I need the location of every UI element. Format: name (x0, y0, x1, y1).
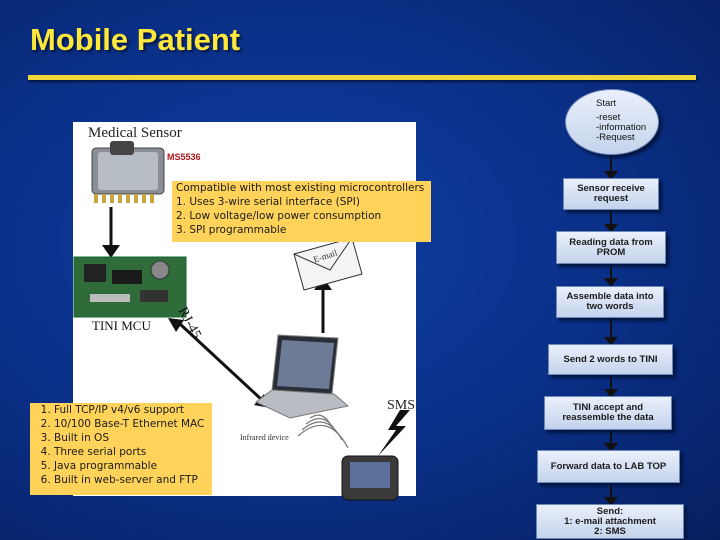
flow-start-oval: Start -reset -information -Request (565, 89, 659, 155)
flow-start-title: Start (596, 98, 617, 109)
flow-step-line: 2: SMS (594, 525, 626, 537)
sensor-features-note: Compatible with most existing microcontr… (172, 181, 431, 242)
tini-features-note: Full TCP/IP v4/v6 support 10/100 Base-T … (30, 403, 212, 495)
tini-label: TINI MCU (92, 318, 151, 333)
phone-image (341, 455, 399, 501)
tini-feature-item: Three serial ports (54, 445, 208, 459)
flow-step-line: Sensor receive (577, 183, 645, 194)
sensor-note-item: 2. Low voltage/low power consumption (176, 210, 382, 222)
sensor-note-item: 1. Uses 3-wire serial interface (SPI) (176, 196, 360, 208)
flow-step-line: TINI accept and (572, 402, 644, 413)
flow-start-item: -Request (596, 132, 635, 143)
flow-step-line: two words (586, 301, 634, 312)
flow-start-item: -information (596, 122, 647, 133)
sensor-chip-image (91, 141, 165, 203)
sms-label: SMS (387, 398, 416, 413)
tini-feature-item: 10/100 Base-T Ethernet MAC (54, 417, 208, 431)
flow-step-line: request (593, 193, 629, 204)
flow-step-line: Assemble data into (566, 291, 654, 302)
infrared-waves-icon (297, 414, 349, 449)
tini-feature-item: Java programmable (54, 459, 208, 473)
flow-step-line: Forward data to LAB TOP (550, 460, 667, 472)
tini-board-image (73, 256, 187, 318)
flow-step-line: Send 2 words to TINI (563, 353, 658, 365)
tini-feature-item: Built in web-server and FTP (54, 473, 208, 487)
flow-step-line: 1: e-mail attachment (564, 515, 656, 527)
sensor-part-number: MS5536 (167, 152, 201, 162)
flow-start-item: -reset (596, 112, 621, 123)
tini-feature-item: Built in OS (54, 431, 208, 445)
title-underline (28, 75, 696, 80)
flow-step-box: Forward data to LAB TOP (537, 450, 680, 483)
tini-feature-item: Full TCP/IP v4/v6 support (54, 403, 208, 417)
sensor-note-item: 3. SPI programmable (176, 224, 287, 236)
flow-step-box: Send 2 words to TINI (548, 344, 673, 375)
flow-step-line: Send: (596, 505, 624, 517)
flow-connectors (603, 156, 619, 506)
flow-step-line: PROM (596, 246, 626, 258)
sensor-heading: Medical Sensor (88, 125, 182, 141)
infrared-label: Infrared device (240, 433, 289, 442)
tini-feature-list: Full TCP/IP v4/v6 support 10/100 Base-T … (34, 403, 208, 487)
flow-step-line: Reading data from (569, 236, 653, 248)
arrow-sensor-to-tini (102, 207, 120, 258)
email-envelope-icon (293, 237, 363, 291)
sensor-note-heading: Compatible with most existing microcontr… (176, 182, 425, 194)
sms-lightning-icon (378, 410, 410, 456)
flow-step-line: reassemble the data (562, 412, 654, 423)
laptop-image (255, 334, 350, 419)
slide-title: Mobile Patient (30, 22, 241, 57)
